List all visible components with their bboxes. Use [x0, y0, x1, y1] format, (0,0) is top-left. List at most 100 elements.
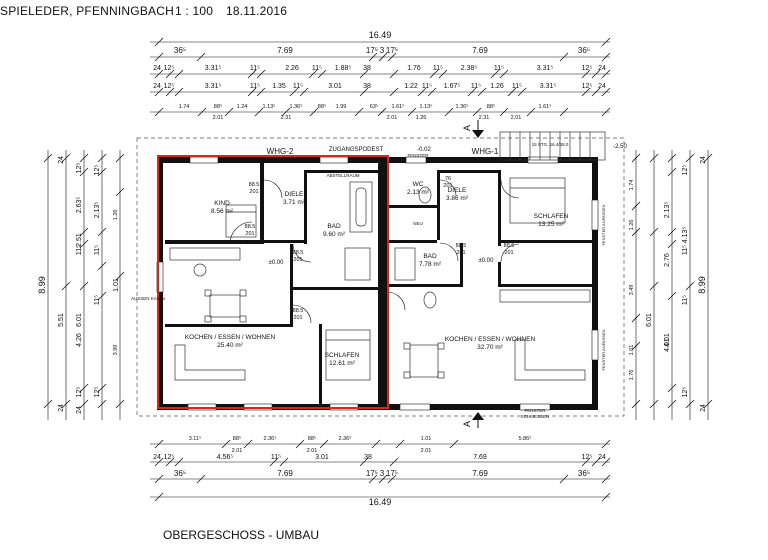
label-zugangspodest: ZUGANGSPODEST [329, 147, 384, 153]
dim-top-row5-label: 88⁵ [214, 103, 222, 110]
dim-bottom-row1-label: 3.11⁵ [189, 435, 202, 442]
dim-bottom-row2-label: 24 [153, 454, 161, 461]
party-wall [378, 160, 387, 407]
dim-bottom-row2-label: 12⁵ [582, 454, 593, 461]
label-level-right: ±0.00 [479, 258, 495, 264]
dim-top-row5-label: 1.36⁵ [456, 103, 469, 110]
dim-top-row3-label: 1.76 [407, 65, 421, 72]
dim-bottom-row1-label: 5.86⁵ [519, 435, 532, 442]
dim-right-total: 8.99 [697, 276, 707, 294]
dim-top-row3-label: 3.31⁵ [205, 65, 222, 72]
dim-bottom-row3-label: 36⁵ [578, 469, 590, 478]
room-name-diele2: DIELE [285, 191, 304, 198]
dim-top-row3-label: 11⁵ [250, 65, 260, 72]
drawing-caption: OBERGESCHOSS - UMBAU [163, 528, 320, 542]
label-stairs: 15 STG. 16.4/28.0 [532, 142, 569, 147]
dim-top-row4-label: 11⁵ [250, 83, 260, 90]
room-area-koch2: 25.40 m² [217, 342, 243, 349]
dim-ticks [43, 37, 713, 502]
label-section-bottom: A [462, 421, 472, 427]
dim-bottom-row2-label: 3.01 [315, 454, 329, 461]
room-name-kind: KIND [214, 200, 230, 207]
dim-top-row4-label: 24 [153, 83, 161, 90]
dim-top-row4-label: 1.22 [404, 83, 418, 90]
dim-bottom-row2-label: 4.56⁵ [217, 454, 234, 461]
dim-top-row5b-label: 2.31 [479, 115, 490, 121]
dim-top-row4-label: 3.31⁵ [540, 83, 557, 90]
label-abstellraum: ABSTELLRAUM [326, 173, 359, 178]
dim-top-row2-label: 36⁵ [578, 46, 590, 55]
dim-right-outer-label: 24 [700, 156, 707, 164]
label-fenster-anpassen-1: FENSTER ANPASSEN [601, 204, 606, 245]
dim-top-row4-label: 1.35 [272, 83, 286, 90]
label-schliessen: SCHLIESSEN [521, 414, 550, 419]
room-name-bad1: BAD [423, 253, 437, 260]
room-area-diele2: 3.71 m² [283, 199, 306, 206]
dim-bottom-row1-label: 2.36⁵ [264, 435, 277, 442]
dim-top-row5-label: 1.13⁵ [263, 103, 276, 110]
dim-bottom-row1b-label: 2.01 [232, 448, 243, 454]
label-fenster-schliessen: FENSTER [524, 408, 546, 413]
dim-top-row5-label: 1.13⁵ [420, 103, 433, 110]
dim-left-col4-label: 11⁵ [94, 245, 101, 255]
dim-right-col4-label: 1.01 [629, 345, 635, 356]
dim-right-col4-label: 3.49 [629, 285, 635, 296]
room-name-koch2: KOCHEN / ESSEN / WOHNEN [185, 334, 276, 341]
dim-top-row4-label: 12⁵ [582, 83, 593, 90]
dim-left-col4-label: 12⁵ [94, 387, 101, 398]
dim-bottom-row3-label: 7.69 [277, 469, 293, 478]
dim-left-col5-label: 3.99 [113, 345, 119, 356]
dim-bottom-row1b-label: 2.01 [307, 448, 318, 454]
section-marker-top [472, 120, 484, 138]
dim-top-row2-label: 17⁵ [386, 46, 398, 55]
door-mark-height: 201 [504, 250, 513, 256]
dim-right-col2-label: 4.01 [664, 338, 671, 352]
room-name-schlafen2: SCHLAFEN [325, 352, 360, 359]
interior-walls [165, 160, 595, 404]
door-mark-height: 201 [293, 315, 302, 321]
dim-top-row5-label: 1.99 [336, 104, 347, 110]
dim-left-col5-label: 1.26 [113, 210, 119, 221]
door-mark-height: 201 [456, 250, 465, 256]
dim-bottom-row3-label: 3 [380, 469, 385, 478]
door-mark-height: 201 [245, 231, 254, 237]
dim-top-row5-label: 1.24 [237, 104, 248, 110]
header-project: SPIELEDER, PFENNINGBACH [0, 4, 174, 18]
dim-bottom-row2-label: 24 [598, 454, 606, 461]
dim-top-row3-label: 24 [598, 65, 606, 72]
door-mark-width: 88.5 [249, 182, 260, 188]
header-scale: 1 : 100 [175, 4, 214, 18]
door-swings [229, 179, 520, 324]
dim-right-col3-label: 2.13⁵ [664, 202, 671, 219]
dim-left-outer-label: 12⁵ [76, 387, 83, 398]
dim-top-row3-label: 1.88⁵ [335, 65, 352, 72]
room-name-koch1: KOCHEN / ESSEN / WOHNEN [445, 336, 536, 343]
door-mark-width: 88.5 [293, 308, 304, 314]
room-area-diele1: 3.86 m² [446, 195, 469, 202]
section-marker-bottom [472, 412, 484, 428]
dim-left-outer-label: 24 [58, 156, 65, 164]
dim-left-outer-label: 24 [58, 404, 65, 412]
dim-left-col4-label: 2.13⁵ [94, 202, 101, 219]
dim-top-row3-label: 12⁵ [582, 65, 593, 72]
highlight-frame [157, 155, 389, 409]
room-area-wc: 2.13 m² [407, 189, 430, 196]
header-date: 18.11.2016 [226, 4, 288, 18]
roof-outline [136, 137, 625, 417]
dim-bottom-row2-label: 12⁵ [164, 454, 175, 461]
dim-top-row2-label: 17⁵ [366, 46, 378, 55]
room-area-schlafen1: 13.25 m² [538, 221, 564, 228]
dim-right-col2-label: 6.01 [646, 313, 653, 327]
dim-bottom-row1-label: 2.36⁵ [339, 435, 352, 442]
dim-top-row5b-label: 2.01 [387, 115, 398, 121]
dim-left-col4-label: 11⁵ [94, 295, 101, 305]
dim-top-row2-label: 3 [380, 46, 385, 55]
label-ht-anpassen: HT-ANPASSEN [473, 157, 504, 162]
dim-bottom-row3-label: 17⁵ [386, 469, 398, 478]
room-name-wc: WC [413, 181, 424, 188]
label-aussen-kamin: AUSSEN KAMIN [131, 296, 165, 301]
dim-top-row3-label: 11⁵ [312, 65, 322, 72]
